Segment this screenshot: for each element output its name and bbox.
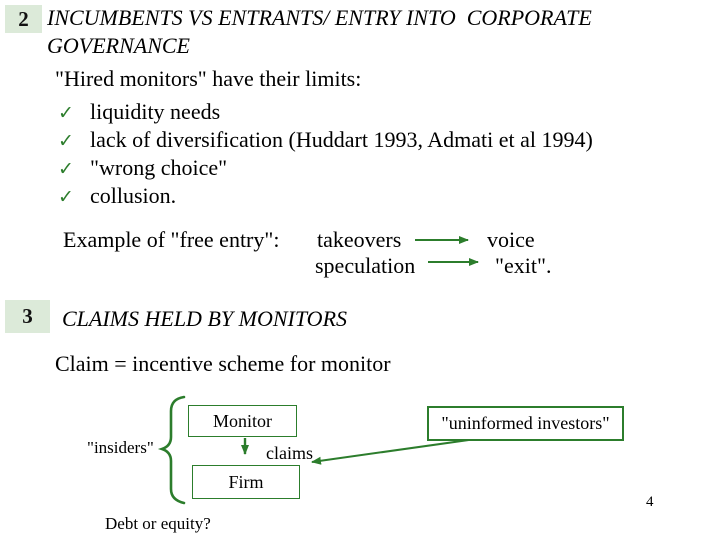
section-3-number-badge: 3 [5, 300, 50, 333]
section-2-title: INCUMBENTS VS ENTRANTS/ ENTRY INTO CORPO… [47, 5, 592, 58]
hired-monitors-intro: "Hired monitors" have their limits: [55, 66, 362, 91]
bullet-item: ✓ collusion. [58, 183, 593, 211]
example-takeovers-label: takeovers [317, 227, 402, 252]
debt-or-equity-question: Debt or equity? [105, 514, 211, 533]
example-voice-label: voice [487, 227, 535, 252]
check-icon: ✓ [58, 102, 74, 124]
check-icon: ✓ [58, 158, 74, 180]
bullet-label: collusion. [90, 183, 177, 208]
example-exit-label: "exit". [495, 253, 552, 278]
bullet-item: ✓ lack of diversification (Huddart 1993,… [58, 127, 593, 155]
bullet-item: ✓ liquidity needs [58, 99, 593, 127]
free-entry-example-label: Example of "free entry": [63, 227, 280, 252]
example-speculation-label: speculation [315, 253, 416, 278]
limits-bullet-list: ✓ liquidity needs ✓ lack of diversificat… [58, 99, 593, 211]
insiders-brace [157, 395, 186, 505]
bullet-label: "wrong choice" [90, 155, 228, 180]
claims-label: claims [266, 443, 313, 463]
bullet-label: liquidity needs [90, 99, 221, 124]
check-icon: ✓ [58, 186, 74, 208]
claim-definition-line: Claim = incentive scheme for monitor [55, 351, 391, 376]
monitor-box: Monitor [188, 405, 297, 437]
check-icon: ✓ [58, 130, 74, 152]
bullet-label: lack of diversification (Huddart 1993, A… [90, 127, 593, 152]
uninformed-investors-box: "uninformed investors" [427, 406, 624, 441]
page-number: 4 [646, 494, 654, 510]
firm-box-label: Firm [228, 471, 264, 492]
section-3-title: CLAIMS HELD BY MONITORS [62, 306, 348, 331]
monitor-box-label: Monitor [212, 410, 272, 431]
uninformed-investors-label: "uninformed investors" [441, 413, 610, 433]
bullet-item: ✓ "wrong choice" [58, 155, 593, 183]
insiders-label: "insiders" [87, 438, 154, 457]
firm-box: Firm [192, 465, 300, 499]
section-2-number-badge: 2 [5, 5, 42, 33]
